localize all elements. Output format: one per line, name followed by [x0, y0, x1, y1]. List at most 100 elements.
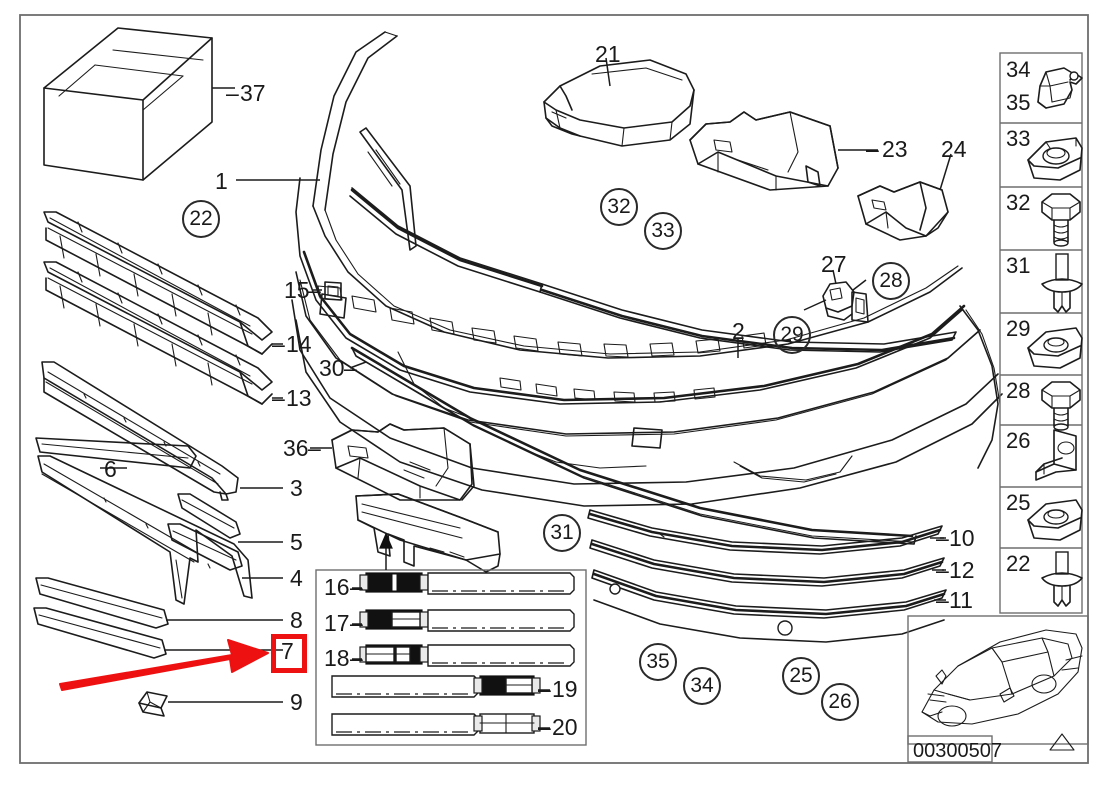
part-2-moulding: [349, 187, 957, 353]
inset-row-20: [331, 713, 541, 736]
callout-1: 1: [215, 168, 228, 194]
circled-callout-28: 28: [872, 262, 910, 300]
icon-expanding-rivet-31: [1041, 253, 1083, 313]
callout-dash-19: –: [538, 676, 551, 702]
callout-24: 24: [941, 136, 967, 162]
callout-dash-20: –: [538, 714, 551, 740]
icon-expanding-rivet-22: [1041, 551, 1083, 607]
part-number-box: [907, 735, 993, 763]
icon-angle-clip-26: [1035, 429, 1077, 481]
callout-dash-15: –: [308, 277, 321, 303]
sidebar-fastener-table: [999, 52, 1083, 614]
highlight-box-part-7: [271, 634, 307, 673]
callout-2: 2: [732, 318, 745, 344]
part-9-bushing: [138, 691, 168, 717]
callout-19: 19: [552, 676, 578, 702]
callout-23: 23: [882, 136, 908, 162]
sidebar-label-22: 22: [1006, 551, 1031, 576]
callout-dash-10: –: [936, 525, 949, 551]
sidebar-label-29: 29: [1006, 316, 1031, 341]
callout-15: 15: [284, 277, 310, 303]
annotation-arrow: [59, 639, 269, 691]
callout-11: 11: [949, 587, 973, 613]
vehicle-reference-box: [907, 615, 1089, 745]
circled-callout-33: 33: [644, 212, 682, 250]
callout-8: 8: [290, 607, 303, 633]
callout-7: 7: [281, 638, 294, 664]
part-4-strip: [167, 523, 243, 571]
callout-21: 21: [595, 41, 621, 67]
callout-9: 9: [290, 689, 303, 715]
inset-row-19: [331, 675, 541, 698]
callout-36: 36: [283, 435, 309, 461]
part-grille-lower-left: [37, 455, 253, 605]
part-6-strip: [35, 437, 197, 469]
inset-row-18: [359, 644, 575, 667]
part-21-corner-trim: [543, 59, 695, 147]
callout-dash-14: –: [272, 331, 285, 357]
circled-callout-34: 34: [683, 667, 721, 705]
circled-callout-25: 25: [782, 657, 820, 695]
icon-cage-nut-33: [1027, 137, 1083, 181]
callout-16: 16: [324, 574, 350, 600]
callout-17: 17: [324, 610, 350, 636]
inset-row-16: [359, 572, 575, 595]
part-11-moulding: [591, 569, 947, 643]
callout-dash-11: –: [936, 587, 949, 613]
vehicle-outline: [921, 629, 1083, 727]
callout-dash-37: –: [226, 80, 239, 106]
callout-dash-36: –: [308, 435, 321, 461]
circled-callout-22: 22: [182, 200, 220, 238]
callout-30: 30: [319, 355, 345, 381]
part-3-grille-support: [41, 361, 239, 501]
callout-dash-18: –: [350, 645, 363, 671]
part-number-text: 00300507: [913, 740, 1002, 762]
callout-13: 13: [286, 385, 312, 411]
circled-callout-35: 35: [639, 643, 677, 681]
callout-dash-12: –: [936, 557, 949, 583]
icon-clip-bracket: [1037, 67, 1083, 109]
sidebar-label-33: 33: [1006, 126, 1031, 151]
callout-dash-23: –: [866, 136, 879, 162]
part-24-duct: [857, 181, 949, 241]
callout-14: 14: [286, 331, 312, 357]
part-37-carton: [43, 27, 213, 181]
part-13-grille: [43, 261, 273, 405]
orientation-triangle-icon: [1049, 733, 1075, 751]
inset-box-16-20: [315, 532, 587, 746]
circled-callout-29: 29: [773, 316, 811, 354]
sidebar-label-26: 26: [1006, 428, 1031, 453]
part-center-lower-grille: [355, 493, 501, 573]
part-7-strip: [33, 607, 167, 659]
circled-callout-26: 26: [821, 683, 859, 721]
icon-cage-nut-25: [1027, 499, 1083, 541]
circled-callout-32: 32: [600, 188, 638, 226]
callout-dash-13: –: [272, 385, 285, 411]
sidebar-label-35: 35: [1006, 90, 1031, 115]
sidebar-label-25: 25: [1006, 490, 1031, 515]
part-36-air-duct: [331, 423, 475, 501]
diagram-outer-frame: [19, 14, 1089, 764]
part-12-moulding: [589, 539, 945, 587]
callout-37: 37: [240, 80, 266, 106]
callout-18: 18: [324, 645, 350, 671]
sidebar-label-34: 34: [1006, 57, 1031, 82]
callout-5: 5: [290, 529, 303, 555]
leader-lines: [100, 57, 952, 729]
sidebar-label-31: 31: [1006, 253, 1031, 278]
callout-12: 12: [949, 557, 975, 583]
icon-hex-bolt-32: [1041, 193, 1081, 247]
part-8-strip: [35, 577, 169, 629]
part-10-moulding: [587, 509, 943, 555]
callout-3: 3: [290, 475, 303, 501]
icon-hex-bolt-28: [1041, 381, 1081, 431]
part-5-strip: [177, 493, 241, 539]
circled-callout-31: 31: [543, 514, 581, 552]
part-1-bumper-cover: [291, 31, 1003, 507]
part-14-grille: [43, 211, 273, 355]
callout-dash-16: –: [350, 574, 363, 600]
callout-4: 4: [290, 565, 303, 591]
callout-10: 10: [949, 525, 975, 551]
